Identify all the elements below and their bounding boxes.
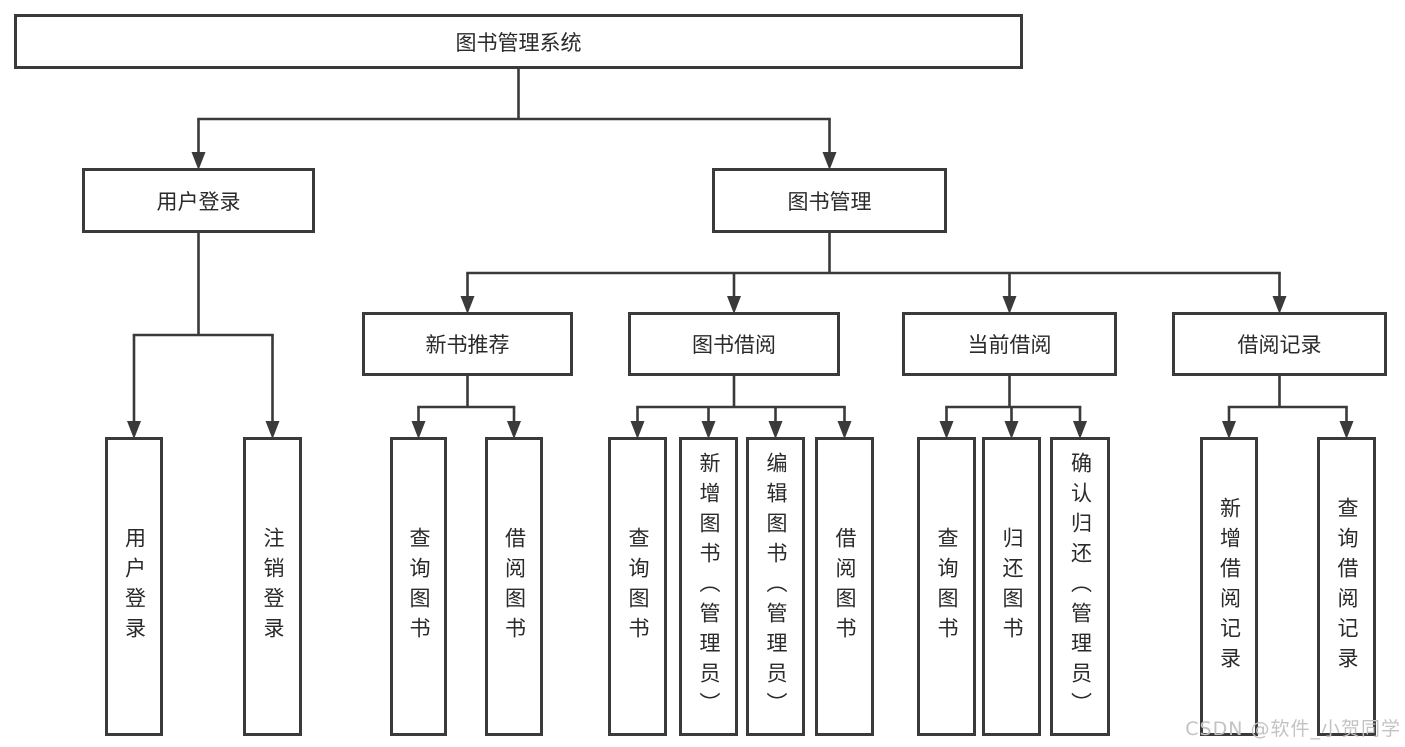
arrowhead-icon	[727, 296, 741, 314]
node-root: 图书管理系统	[14, 14, 1023, 69]
node-book-borrow: 图书借阅	[628, 312, 840, 376]
arrowhead-icon	[630, 421, 645, 439]
node-label: 图书借阅	[692, 333, 776, 357]
arrowhead-icon	[127, 421, 141, 439]
node-leaf-bb-edit: 编辑图书（管理员）	[746, 437, 805, 736]
node-leaf-cb-return: 归还图书	[982, 437, 1041, 736]
arrowhead-icon	[822, 152, 837, 170]
arrowhead-icon	[1339, 421, 1354, 439]
arrowhead-icon	[837, 421, 852, 439]
node-label: 用户登录	[122, 526, 147, 647]
arrowhead-icon	[768, 421, 783, 439]
arrowhead-icon	[191, 152, 206, 170]
node-label: 用户登录	[156, 189, 241, 214]
node-borrow-records: 借阅记录	[1172, 312, 1387, 376]
arrowhead-icon	[939, 421, 954, 439]
node-label: 借阅图书	[502, 526, 527, 647]
node-leaf-cb-confirm: 确认归还（管理员）	[1050, 437, 1110, 736]
arrowhead-icon	[1002, 296, 1017, 314]
node-label: 新增借阅记录	[1217, 496, 1242, 677]
node-book-mgmt: 图书管理	[712, 168, 947, 233]
node-leaf-bb-query: 查询图书	[608, 437, 667, 736]
arrowhead-icon	[701, 421, 716, 439]
node-label: 借阅记录	[1237, 333, 1322, 357]
node-label: 借阅图书	[833, 526, 857, 647]
node-leaf-nbr-borrow: 借阅图书	[485, 437, 543, 736]
node-leaf-br-add: 新增借阅记录	[1200, 437, 1258, 736]
node-label: 图书管理系统	[455, 30, 582, 55]
node-label: 新增图书（管理员）	[697, 451, 721, 722]
arrowhead-icon	[1222, 421, 1236, 439]
arrowhead-icon	[1004, 421, 1019, 439]
node-label: 新书推荐	[425, 333, 510, 357]
node-label: 编辑图书（管理员）	[764, 451, 788, 722]
arrowhead-icon	[1272, 296, 1287, 314]
node-leaf-nbr-query: 查询图书	[390, 437, 447, 736]
node-leaf-cb-query: 查询图书	[917, 437, 976, 736]
node-label: 当前借阅	[967, 333, 1052, 357]
node-leaf-user-login: 用户登录	[105, 437, 163, 736]
node-label: 查询图书	[935, 526, 959, 647]
node-label: 注销登录	[261, 526, 285, 647]
node-label: 归还图书	[1000, 526, 1024, 647]
node-new-book-rec: 新书推荐	[362, 312, 573, 376]
node-label: 查询图书	[407, 526, 431, 647]
arrowhead-icon	[411, 421, 426, 439]
node-current-borrow: 当前借阅	[902, 312, 1117, 376]
arrowhead-icon	[507, 421, 521, 439]
node-label: 查询图书	[626, 526, 650, 647]
node-leaf-bb-borrow: 借阅图书	[815, 437, 874, 736]
node-leaf-logout: 注销登录	[243, 437, 302, 736]
node-leaf-br-query: 查询借阅记录	[1317, 437, 1376, 736]
arrowhead-icon	[1073, 421, 1087, 439]
arrowhead-icon	[460, 296, 475, 314]
node-user-login: 用户登录	[82, 168, 315, 233]
node-leaf-bb-add: 新增图书（管理员）	[679, 437, 738, 736]
node-label: 图书管理	[787, 189, 872, 214]
arrowhead-icon	[265, 421, 280, 439]
node-label: 查询借阅记录	[1335, 496, 1359, 677]
node-label: 确认归还（管理员）	[1068, 451, 1093, 722]
